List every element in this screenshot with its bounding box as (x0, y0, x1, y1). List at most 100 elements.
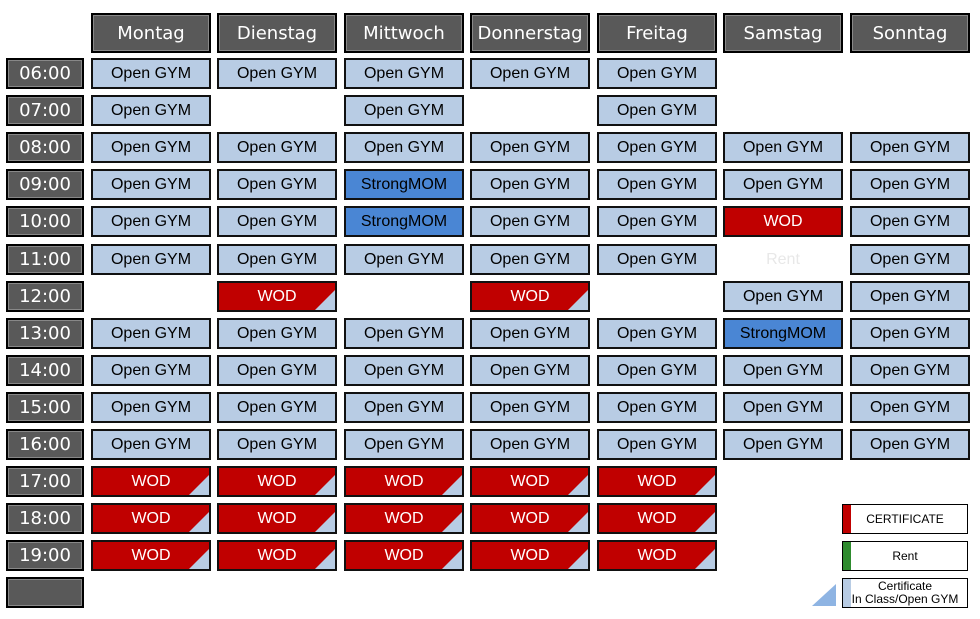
open-gym-slot: Open GYM (723, 392, 843, 423)
slot-label: Open GYM (869, 212, 951, 230)
open-gym-slot: Open GYM (217, 429, 337, 460)
open-gym-slot: Open GYM (470, 206, 590, 237)
open-gym-slot: Open GYM (91, 244, 211, 275)
slot-label: Open GYM (110, 101, 192, 119)
slot-label: Open GYM (489, 212, 571, 230)
certificate-triangle-icon (568, 475, 588, 495)
certificate-triangle-icon (442, 549, 462, 569)
certificate-triangle-icon (568, 290, 588, 310)
legend-certificate-label: CERTIFICATE (866, 511, 944, 526)
wod-slot: WOD (470, 281, 590, 312)
certificate-triangle-icon (568, 549, 588, 569)
slot-label: Open GYM (363, 398, 445, 416)
open-gym-slot: Open GYM (597, 58, 717, 89)
open-gym-slot: Open GYM (470, 169, 590, 200)
open-gym-slot: Open GYM (723, 169, 843, 200)
open-gym-slot: Open GYM (850, 392, 970, 423)
slot-label: Open GYM (236, 138, 318, 156)
slot-label: Open GYM (742, 175, 824, 193)
wod-slot: WOD (470, 540, 590, 571)
slot-label: Open GYM (742, 398, 824, 416)
slot-label: Open GYM (110, 361, 192, 379)
slot-label: WOD (257, 287, 297, 305)
certificate-triangle-icon (315, 475, 335, 495)
slot-label: WOD (637, 472, 677, 490)
wod-slot: WOD (217, 540, 337, 571)
open-gym-slot: Open GYM (217, 244, 337, 275)
slot-label: WOD (131, 509, 171, 527)
slot-label: Open GYM (869, 250, 951, 268)
open-gym-slot: Open GYM (597, 244, 717, 275)
legend-in-class: Certificate In Class/Open GYM (842, 578, 968, 608)
legend-certificate-swatch (843, 505, 851, 533)
certificate-triangle-icon (695, 475, 715, 495)
slot-label: Open GYM (110, 398, 192, 416)
wod-slot: WOD (91, 503, 211, 534)
open-gym-slot: Open GYM (91, 132, 211, 163)
wod-slot: WOD (470, 503, 590, 534)
slot-label: WOD (637, 546, 677, 564)
open-gym-slot: Open GYM (850, 318, 970, 349)
slot-label: Open GYM (236, 175, 318, 193)
slot-label: WOD (510, 546, 550, 564)
slot-label: Open GYM (236, 435, 318, 453)
slot-label: Open GYM (110, 175, 192, 193)
certificate-triangle-icon (315, 512, 335, 532)
open-gym-slot: Open GYM (723, 132, 843, 163)
time-label: 11:00 (6, 244, 84, 275)
time-label: 14:00 (6, 355, 84, 386)
open-gym-slot: Open GYM (597, 429, 717, 460)
day-header-donnerstag: Donnerstag (470, 13, 590, 53)
open-gym-slot: Open GYM (850, 429, 970, 460)
certificate-triangle-icon (315, 290, 335, 310)
slot-label: Open GYM (236, 64, 318, 82)
open-gym-slot: Open GYM (91, 206, 211, 237)
legend-rent: Rent (842, 541, 968, 571)
day-header-montag: Montag (91, 13, 211, 53)
open-gym-slot: Open GYM (217, 392, 337, 423)
open-gym-slot: Open GYM (91, 429, 211, 460)
slot-label: Open GYM (616, 250, 698, 268)
slot-label: Open GYM (616, 435, 698, 453)
open-gym-slot: Open GYM (470, 244, 590, 275)
open-gym-slot: Open GYM (470, 392, 590, 423)
time-label: 09:00 (6, 169, 84, 200)
slot-label: WOD (510, 472, 550, 490)
day-header-dienstag: Dienstag (217, 13, 337, 53)
slot-label: Open GYM (616, 398, 698, 416)
slot-label: Open GYM (489, 361, 571, 379)
slot-label: Open GYM (616, 175, 698, 193)
legend-triangle-icon (812, 584, 836, 606)
time-label: 08:00 (6, 132, 84, 163)
open-gym-slot: Open GYM (217, 206, 337, 237)
slot-label: Open GYM (616, 64, 698, 82)
time-label (6, 577, 84, 608)
slot-label: Open GYM (236, 398, 318, 416)
slot-label: Open GYM (869, 324, 951, 342)
open-gym-slot: Open GYM (344, 355, 464, 386)
slot-label: Open GYM (869, 435, 951, 453)
slot-label: Open GYM (110, 138, 192, 156)
slot-label: Open GYM (236, 212, 318, 230)
slot-label: Open GYM (236, 324, 318, 342)
slot-label: StrongMOM (360, 175, 448, 193)
open-gym-slot: Open GYM (91, 58, 211, 89)
rent-slot: Rent (766, 250, 800, 268)
slot-label: Open GYM (236, 361, 318, 379)
wod-slot: WOD (217, 466, 337, 497)
wod-slot: WOD (597, 466, 717, 497)
open-gym-slot: Open GYM (850, 355, 970, 386)
open-gym-slot: Open GYM (344, 318, 464, 349)
open-gym-slot: Open GYM (217, 132, 337, 163)
certificate-triangle-icon (189, 549, 209, 569)
open-gym-slot: Open GYM (597, 169, 717, 200)
strongmom-slot: StrongMOM (344, 206, 464, 237)
open-gym-slot: Open GYM (723, 281, 843, 312)
open-gym-slot: Open GYM (91, 169, 211, 200)
slot-label: Open GYM (489, 398, 571, 416)
open-gym-slot: Open GYM (344, 132, 464, 163)
open-gym-slot: Open GYM (217, 58, 337, 89)
slot-label: WOD (257, 472, 297, 490)
open-gym-slot: Open GYM (597, 132, 717, 163)
day-header-samstag: Samstag (723, 13, 843, 53)
